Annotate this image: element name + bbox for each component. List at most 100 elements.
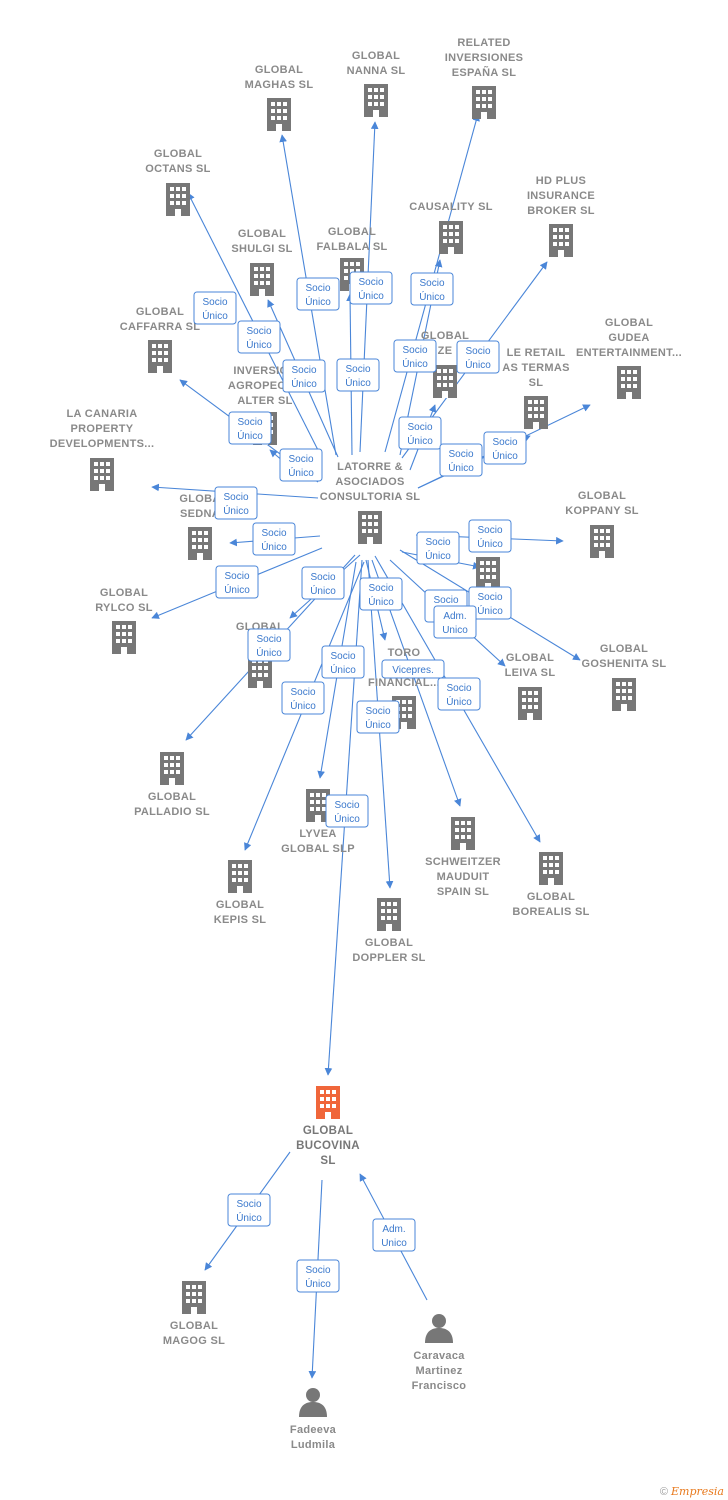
badge-box bbox=[410, 272, 454, 306]
badge-label: Socio bbox=[477, 525, 502, 536]
badge-label: Adm. bbox=[382, 1224, 405, 1235]
node-label: HD PLUS bbox=[536, 175, 586, 187]
badge-box bbox=[214, 486, 258, 520]
node-label: SL bbox=[529, 377, 544, 389]
node-label: GLOBAL bbox=[238, 228, 286, 240]
building-icon bbox=[524, 396, 548, 429]
relation-badge[interactable]: Vicepres. bbox=[381, 659, 445, 679]
building-icon bbox=[316, 1086, 340, 1119]
node-lacanaria[interactable]: LA CANARIAPROPERTYDEVELOPMENTS... bbox=[50, 408, 155, 491]
badge-label: Socio bbox=[365, 706, 390, 717]
badge-box bbox=[393, 339, 437, 373]
node-label: TORO bbox=[388, 647, 421, 659]
relation-badge[interactable]: Adm.Unico bbox=[372, 1218, 416, 1252]
node-label: BUCOVINA bbox=[296, 1140, 360, 1152]
building-icon bbox=[358, 511, 382, 544]
badge-label: Único bbox=[407, 434, 433, 447]
building-icon bbox=[612, 678, 636, 711]
badge-label: Socio bbox=[492, 437, 517, 448]
node-label: GLOBAL bbox=[303, 1125, 353, 1137]
node-gudea[interactable]: GLOBALGUDEAENTERTAINMENT... bbox=[576, 317, 682, 399]
badge-label: Único bbox=[419, 290, 445, 303]
badge-label: Adm. bbox=[443, 611, 466, 622]
badge-label: Único bbox=[223, 504, 249, 517]
node-label: OCTANS SL bbox=[145, 163, 210, 175]
node-label: GLOBAL bbox=[255, 64, 303, 76]
badge-label: Único bbox=[368, 595, 394, 608]
badge-box bbox=[282, 359, 326, 393]
badge-label: Único bbox=[402, 357, 428, 370]
badge-label: Socio bbox=[305, 283, 330, 294]
node-label: GLOBAL bbox=[578, 490, 626, 502]
node-causality[interactable]: CAUSALITY SL bbox=[409, 201, 492, 254]
footer-brand[interactable]: © Empresia bbox=[660, 1485, 724, 1498]
badge-label: Socio bbox=[237, 417, 262, 428]
node-label: RYLCO SL bbox=[95, 602, 153, 614]
building-icon bbox=[267, 98, 291, 131]
badge-label: Único bbox=[236, 1211, 262, 1224]
relation-badge[interactable]: Adm.Unico bbox=[433, 605, 477, 639]
badge-label: Socio bbox=[448, 449, 473, 460]
badge-box bbox=[416, 531, 460, 565]
building-icon bbox=[166, 183, 190, 216]
node-label: FALBALA SL bbox=[316, 241, 387, 253]
